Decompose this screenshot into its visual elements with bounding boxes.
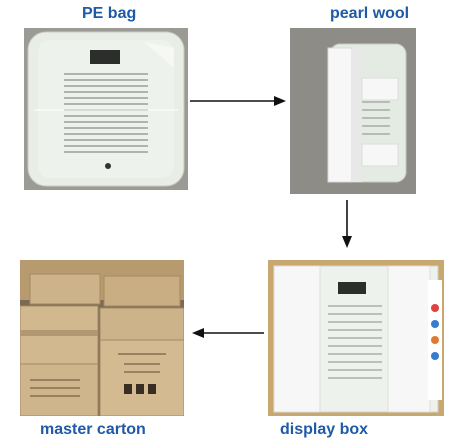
pe-bag-label: PE bag: [82, 5, 137, 22]
arrow-right: [190, 96, 286, 106]
pe-bag-photo: [24, 28, 188, 190]
master-carton-photo: [20, 260, 184, 416]
arrow-down: [342, 200, 352, 248]
master-carton-label: master carton: [40, 421, 146, 438]
arrow-left: [192, 328, 264, 338]
pearl-wool-label: pearl wool: [330, 5, 410, 22]
display-box-photo: [268, 260, 444, 416]
display-box-label: display box: [280, 421, 369, 438]
pearl-wool-photo: [290, 28, 416, 194]
